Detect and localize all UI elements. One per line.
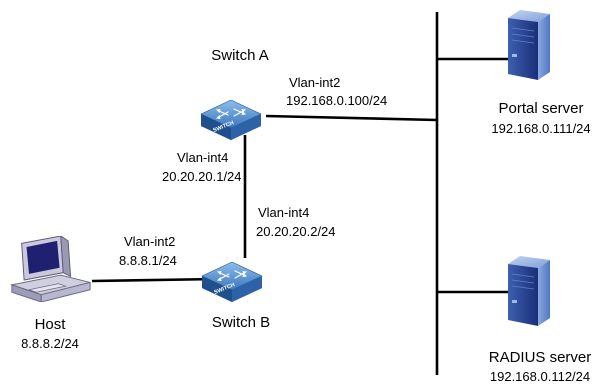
switch-a-vlan-int2-name: Vlan-int2 <box>289 75 340 90</box>
switch-b: SWITCH <box>201 262 263 302</box>
host-ip: 8.8.8.2/24 <box>21 336 79 351</box>
switch-a-label: Switch A <box>211 47 269 64</box>
radius-server-label: RADIUS server <box>489 349 592 366</box>
links <box>91 12 510 375</box>
switch-a: SWITCH <box>200 100 262 140</box>
switch-b-vlan-int2-ip: 8.8.8.1/24 <box>119 253 177 268</box>
server-tower-icon <box>507 256 551 326</box>
portal-server <box>507 10 551 80</box>
switch-a-vlan-int2-ip: 192.168.0.100/24 <box>286 93 387 108</box>
host-label: Host <box>35 316 67 333</box>
switch-b-vlan-int2-name: Vlan-int2 <box>124 234 175 249</box>
radius-server-ip: 192.168.0.112/24 <box>490 369 590 384</box>
host <box>11 236 91 302</box>
switch-b-label: Switch B <box>212 314 270 331</box>
portal-server-ip: 192.168.0.111/24 <box>491 121 590 136</box>
link-host-to-switch-b <box>91 277 219 283</box>
portal-server-label: Portal server <box>498 100 583 117</box>
switch-a-vlan-int4-ip: 20.20.20.1/24 <box>162 169 242 184</box>
switch-b-vlan-int4-ip: 20.20.20.2/24 <box>256 224 336 239</box>
switch-b-vlan-int4-name: Vlan-int4 <box>258 205 309 220</box>
link-switch-a-to-bus <box>265 114 438 122</box>
desktop-computer-icon <box>11 236 91 302</box>
switch-a-vlan-int4-name: Vlan-int4 <box>177 150 228 165</box>
server-tower-icon <box>507 10 551 80</box>
radius-server <box>507 256 551 326</box>
